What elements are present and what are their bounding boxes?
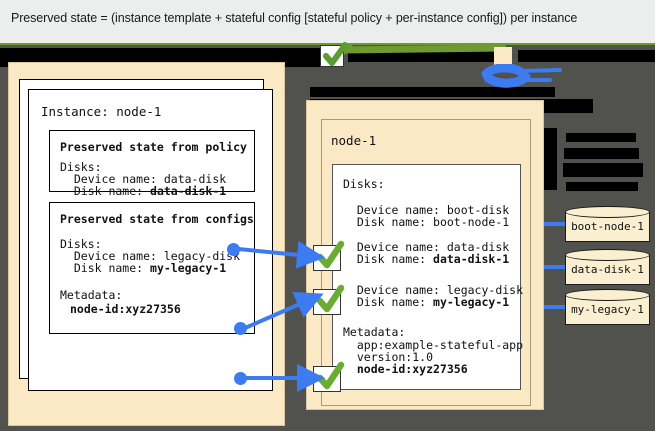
disk-link-legacy [544, 305, 566, 309]
disk-data-disk-1: data-disk-1 [565, 249, 650, 285]
redaction-bar-top-mid [348, 49, 503, 62]
policy-device-name: Device name: data-disk [60, 172, 227, 186]
cream-marker-top [494, 47, 512, 65]
node-disk-legacy-row: Disk name: my-legacy-1 [343, 295, 509, 309]
check-legacy-disk [313, 284, 345, 315]
redaction-bar-side-5 [543, 128, 557, 190]
node-disk-boot-value: boot-node-1 [433, 215, 510, 229]
node-metadata-nodeid: node-id:xyz27356 [343, 362, 468, 376]
node-disk-boot-prefix: Disk name: [343, 215, 434, 229]
node-disk-data-prefix: Disk name: [343, 252, 434, 266]
green-check-icon [316, 361, 345, 390]
disk-top-ellipse [565, 289, 650, 301]
instance-card: Instance: node-1 Preserved state from po… [28, 89, 273, 391]
node-disk-data-value: data-disk-1 [433, 252, 510, 266]
redaction-bar-row2 [310, 87, 555, 97]
node-disk-boot-row: Disk name: boot-node-1 [343, 215, 509, 229]
instance-label: Instance: node-1 [41, 104, 162, 119]
check-data-disk [313, 240, 345, 271]
disk-label: my-legacy-1 [571, 303, 644, 316]
configs-disks-label: Disks: [60, 237, 102, 251]
blue-dot-policy-disk [227, 243, 240, 256]
redaction-bar-side-2 [564, 148, 639, 159]
disk-label: boot-node-1 [571, 220, 644, 233]
preserved-state-configs-box: Preserved state from configs Disks: Devi… [49, 202, 255, 334]
redaction-bar-top-right [518, 50, 655, 62]
disk-boot-node-1: boot-node-1 [565, 206, 650, 242]
redaction-bar-side-3 [563, 163, 643, 177]
caption-bar: Preserved state = (instance template + s… [0, 0, 655, 44]
configs-metadata-label: Metadata: [60, 288, 123, 302]
configs-disk-name-value: my-legacy-1 [150, 261, 227, 275]
green-check-icon [316, 284, 345, 313]
green-check-icon [323, 42, 348, 66]
redaction-bar-side-1 [566, 133, 636, 142]
node-device-legacy: Device name: legacy-disk [343, 283, 524, 297]
configs-box-title: Preserved state from configs [60, 212, 254, 226]
node-device-boot: Device name: boot-disk [343, 203, 510, 217]
disk-my-legacy-1: my-legacy-1 [565, 289, 650, 325]
disk-label: data-disk-1 [571, 263, 644, 276]
configs-metadata-value: node-id:xyz27356 [70, 302, 181, 316]
caption-text: Preserved state = (instance template + s… [11, 11, 578, 25]
preserved-state-policy-box: Preserved state from policy Disks: Devic… [49, 130, 255, 198]
node-metadata-label: Metadata: [343, 325, 406, 339]
policy-disk-name-prefix: Disk name: [60, 184, 151, 198]
node-details-box: Disks: Device name: boot-disk Disk name:… [332, 164, 524, 390]
blue-dot-configs-disk [234, 322, 247, 335]
green-divider-line [0, 43, 655, 45]
disk-link-boot [544, 222, 566, 226]
configs-disk-name-prefix: Disk name: [60, 261, 151, 275]
policy-disk-name-row: Disk name: data-disk-1 [60, 184, 226, 198]
policy-disks-label: Disks: [60, 160, 102, 174]
disk-top-ellipse [565, 206, 650, 218]
node-name-label: node-1 [331, 133, 377, 148]
check-top-callout [320, 42, 348, 67]
green-check-icon [316, 240, 345, 269]
check-metadata-nodeid [313, 361, 345, 392]
policy-disk-name-value: data-disk-1 [150, 184, 227, 198]
node-disk-legacy-value: my-legacy-1 [433, 295, 510, 309]
blue-dot-configs-meta [234, 372, 247, 385]
node-disk-data-row: Disk name: data-disk-1 [343, 252, 509, 266]
configs-disk-name-row: Disk name: my-legacy-1 [60, 261, 226, 275]
blue-scribble-icon [481, 64, 562, 88]
redaction-bar-side-4 [566, 182, 638, 191]
node-metadata-version: version:1.0 [343, 350, 434, 364]
disk-top-ellipse [565, 249, 650, 261]
node-disk-legacy-prefix: Disk name: [343, 295, 434, 309]
policy-box-title: Preserved state from policy [60, 140, 247, 154]
disk-link-data [544, 265, 566, 269]
node-device-data: Device name: data-disk [343, 240, 510, 254]
node-metadata-app: app:example-stateful-app [343, 338, 524, 352]
configs-device-name: Device name: legacy-disk [60, 249, 241, 263]
node-disks-label: Disks: [343, 177, 385, 191]
